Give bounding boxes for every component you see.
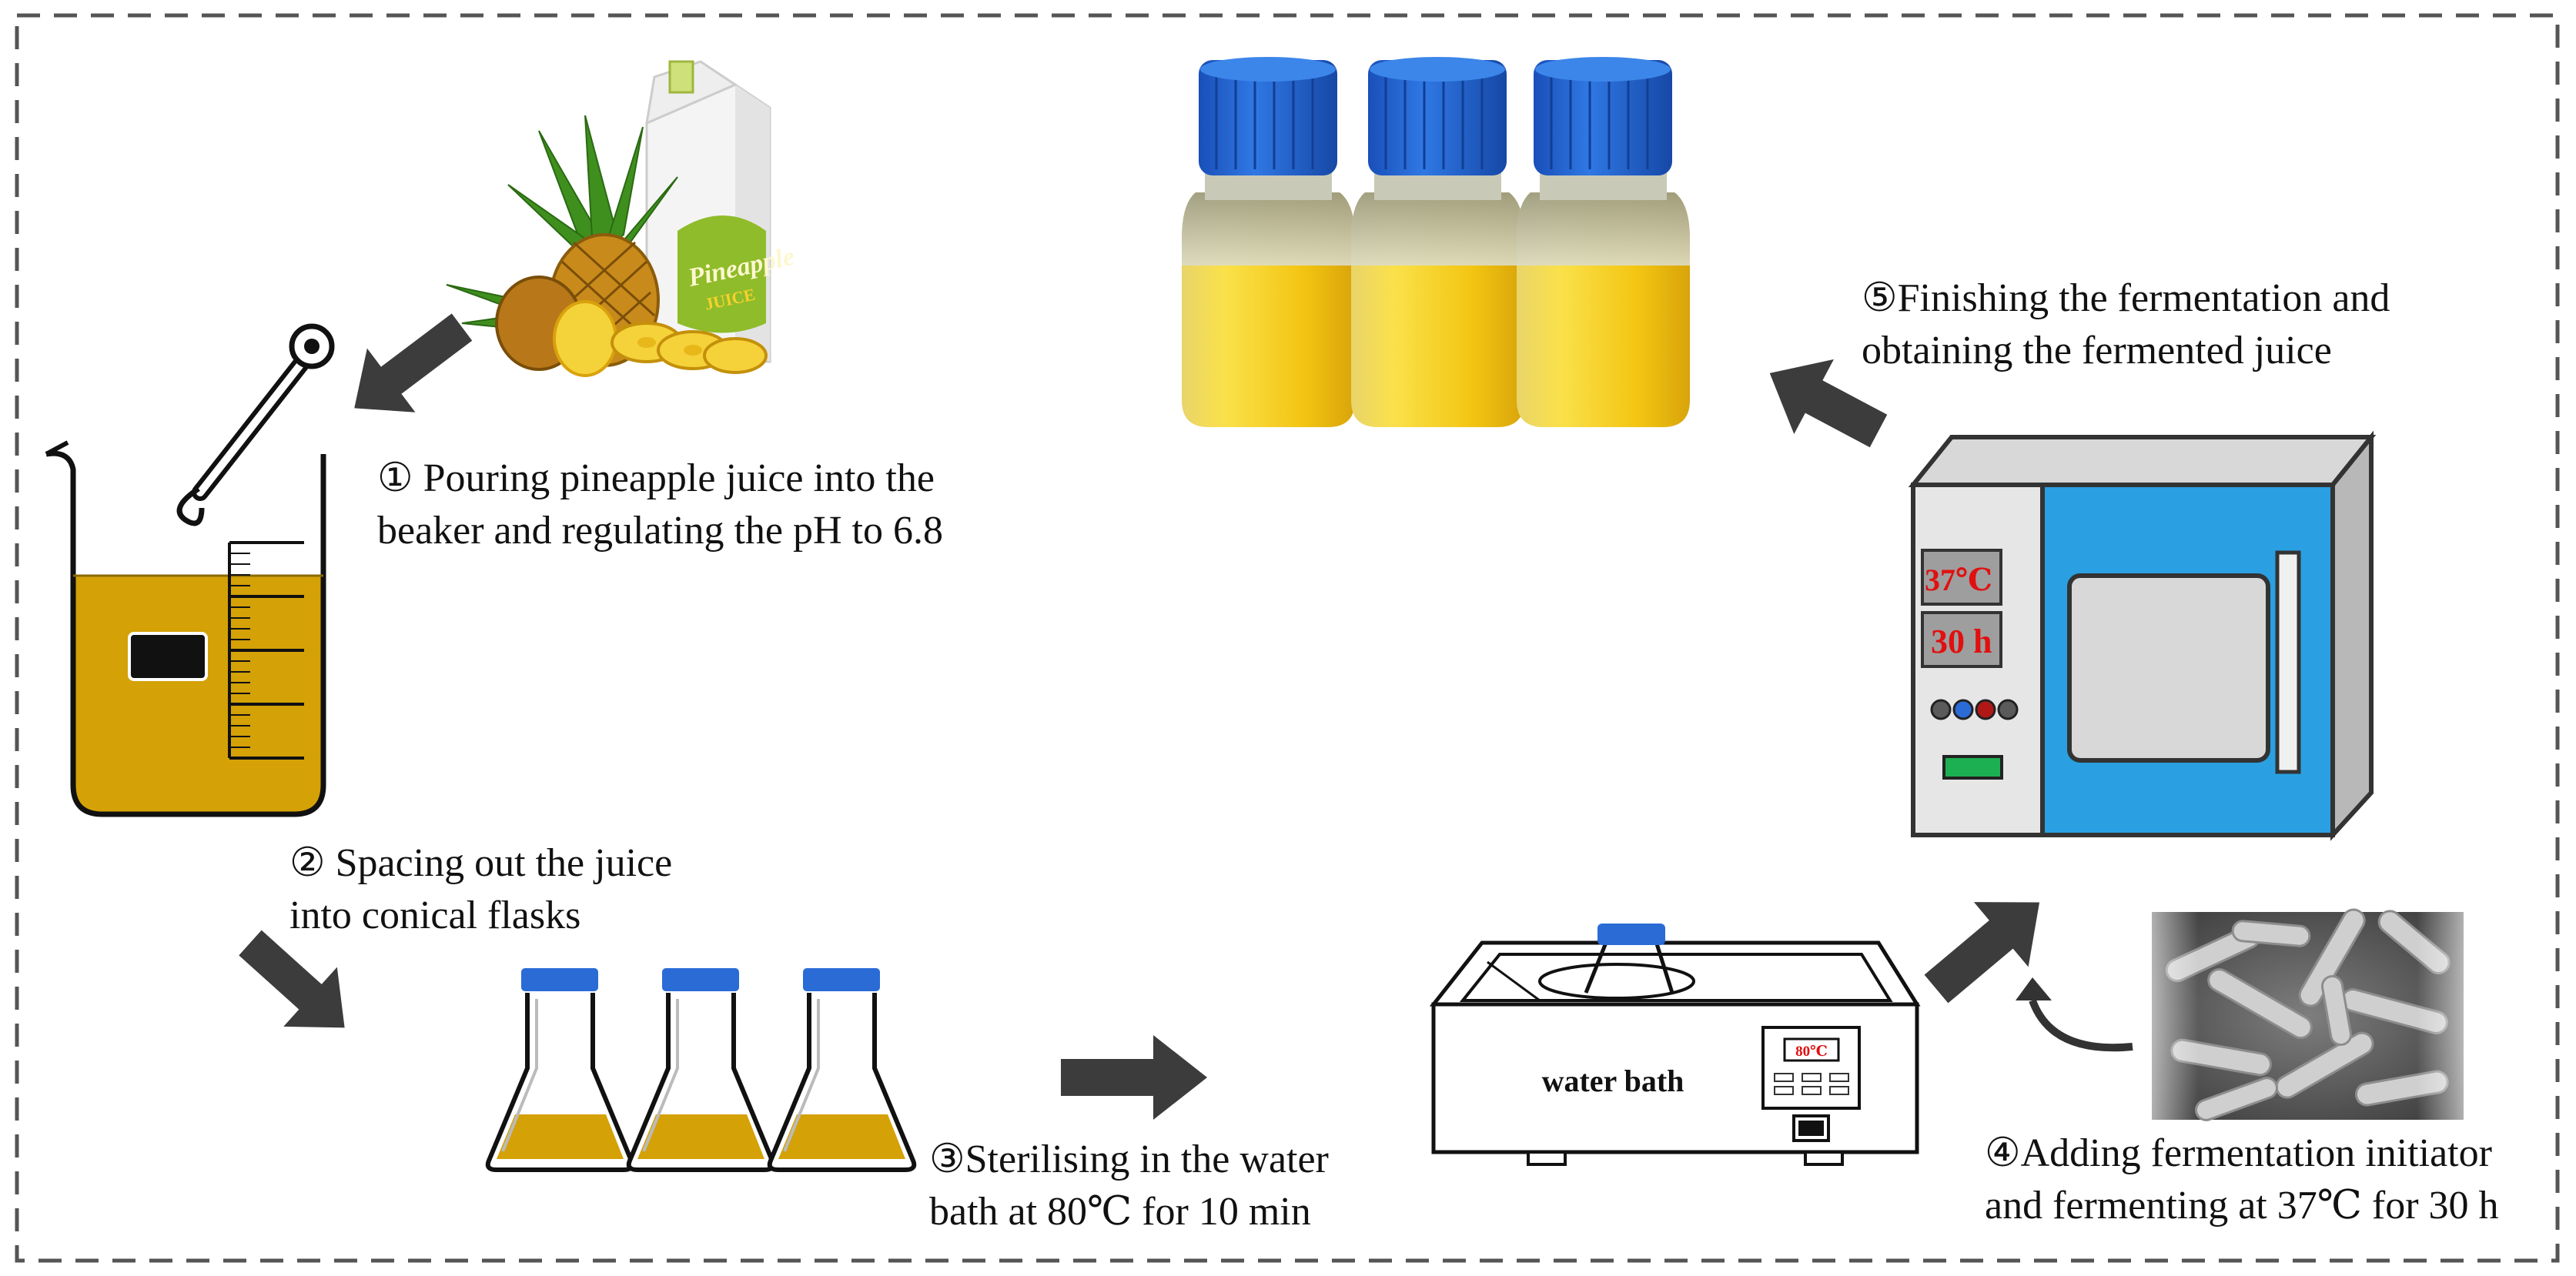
power-switch (1942, 755, 2003, 780)
conical-flask-icon (767, 968, 917, 1172)
step-1-caption: ① Pouring pineapple juice into the beake… (377, 453, 943, 557)
indicator-light (1930, 699, 1952, 720)
indicator-light (1975, 699, 1996, 720)
step-5-number: ⑤ (1862, 276, 1898, 320)
step-2-number: ② (289, 841, 326, 885)
conical-flask-icon (626, 968, 776, 1172)
step-2-line-2: into conical flasks (289, 894, 581, 937)
indicator-light (1997, 699, 2019, 720)
step-1-line-1: ① Pouring pineapple juice into the (377, 456, 935, 500)
step-5-line-2: obtaining the fermented juice (1862, 329, 2332, 372)
juice-bottle-icon (1517, 57, 1690, 427)
step-3-caption: ③Sterilising in the water bath at 80℃ fo… (929, 1134, 1329, 1238)
step-2-line-1: ② Spacing out the juice (289, 841, 673, 885)
step-5-caption: ⑤Finishing the fermentation and obtainin… (1862, 272, 2390, 377)
step-3-line-1: ③Sterilising in the water (929, 1137, 1329, 1181)
juice-bottle-icon (1351, 57, 1524, 427)
waterbath-label: water bath (1542, 1064, 1684, 1098)
step-4-caption: ④Adding fermentation initiator and ferme… (1985, 1127, 2499, 1232)
curved-arrow-icon (2016, 977, 2133, 1052)
step-4-line-1: ④Adding fermentation initiator (1985, 1131, 2492, 1175)
step-1-line-2: beaker and regulating the pH to 6.8 (377, 509, 943, 553)
water-bath-icon: 80℃ water bath (1429, 924, 1921, 1166)
waterbath-display: 80℃ (1795, 1044, 1828, 1060)
step-4-number: ④ (1985, 1131, 2021, 1175)
arrow-flasks-to-waterbath (1061, 1035, 1207, 1120)
arrow-beaker-to-flasks (239, 930, 345, 1028)
dashed-frame (15, 13, 2560, 1263)
step-5-line-1: ⑤Finishing the fermentation and (1862, 276, 2390, 320)
arrow-incubator-to-bottles (1769, 359, 1888, 448)
step-3-number: ③ (929, 1137, 965, 1181)
pineapple-juice-image: Pineapple JUICE (446, 60, 797, 377)
step-1-number: ① (377, 456, 413, 500)
incubator-time: 30 h (1931, 623, 1992, 660)
juice-bottle-icon (1182, 57, 1355, 427)
incubator-temperature: 37℃ (1925, 563, 1992, 597)
indicator-light (1952, 699, 1974, 720)
step-4-line-2: and fermenting at 37℃ for 30 h (1985, 1184, 2499, 1228)
stir-bar-icon (128, 632, 208, 681)
conical-flask-icon (485, 968, 635, 1172)
stirrer-icon (176, 323, 335, 526)
arrow-waterbath-to-incubator (1924, 902, 2040, 1004)
incubator-icon: 37℃ 30 h (1908, 430, 2377, 841)
step-3-line-2: bath at 80℃ for 10 min (929, 1190, 1311, 1234)
arrow-carton-to-beaker (354, 313, 473, 413)
beaker-icon (45, 440, 326, 817)
step-2-caption: ② Spacing out the juice into conical fla… (289, 837, 672, 942)
bacteria-micrograph-image (2152, 908, 2464, 1121)
